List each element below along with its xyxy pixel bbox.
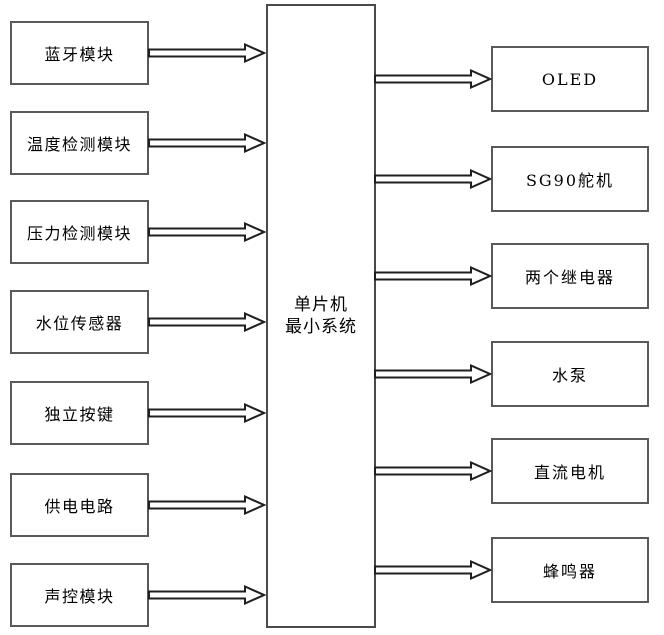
independent-buttons-label: 独立按键: [44, 405, 115, 424]
two-relays-box: 两个继电器: [491, 243, 649, 309]
two-relays-label: 两个继电器: [524, 268, 615, 287]
mcu-minimum-system-label-line2: 最小系统: [285, 317, 357, 337]
dc-motor-label: 直流电机: [533, 463, 606, 482]
water-pump-label: 水泵: [551, 366, 588, 385]
sg90-servo-box: SG90舵机: [491, 146, 649, 212]
independent-buttons-box: 独立按键: [10, 381, 149, 445]
dc-motor-box: 直流电机: [491, 438, 649, 504]
power-supply-circuit-label: 供电电路: [44, 497, 115, 516]
water-level-sensor-label: 水位传感器: [35, 314, 124, 333]
arrow-right-connector: [374, 169, 492, 189]
arrow-right-connector: [148, 133, 266, 153]
arrow-right-connector: [148, 495, 266, 515]
pressure-detection-module-label: 压力检测模块: [26, 224, 132, 243]
water-pump-box: 水泵: [491, 341, 649, 407]
arrow-right-connector: [148, 222, 266, 242]
arrow-right-connector: [374, 461, 492, 481]
temperature-detection-module-label: 温度检测模块: [26, 135, 132, 154]
oled-box: OLED: [491, 46, 649, 112]
temperature-detection-module-box: 温度检测模块: [10, 111, 149, 175]
arrow-right-connector: [374, 266, 492, 286]
buzzer-label: 蜂鸣器: [542, 562, 597, 581]
arrow-right-connector: [148, 403, 266, 423]
bluetooth-module-box: 蓝牙模块: [10, 21, 149, 85]
buzzer-box: 蜂鸣器: [491, 537, 649, 603]
voice-control-module-box: 声控模块: [10, 563, 149, 627]
water-level-sensor-box: 水位传感器: [10, 290, 149, 354]
bluetooth-module-label: 蓝牙模块: [44, 45, 115, 64]
mcu-minimum-system-box: 单片机 最小系统: [266, 4, 376, 628]
arrow-right-connector: [148, 585, 266, 605]
arrow-right-connector: [374, 364, 492, 384]
arrow-right-connector: [374, 69, 492, 89]
sg90-servo-label: SG90舵机: [525, 171, 615, 190]
pressure-detection-module-box: 压力检测模块: [10, 200, 149, 264]
oled-label: OLED: [541, 69, 599, 89]
arrow-right-connector: [148, 43, 266, 63]
voice-control-module-label: 声控模块: [44, 587, 115, 606]
mcu-minimum-system-label-line1: 单片机: [294, 295, 348, 315]
arrow-right-connector: [148, 312, 266, 332]
arrow-right-connector: [374, 560, 492, 580]
power-supply-circuit-box: 供电电路: [10, 473, 149, 537]
